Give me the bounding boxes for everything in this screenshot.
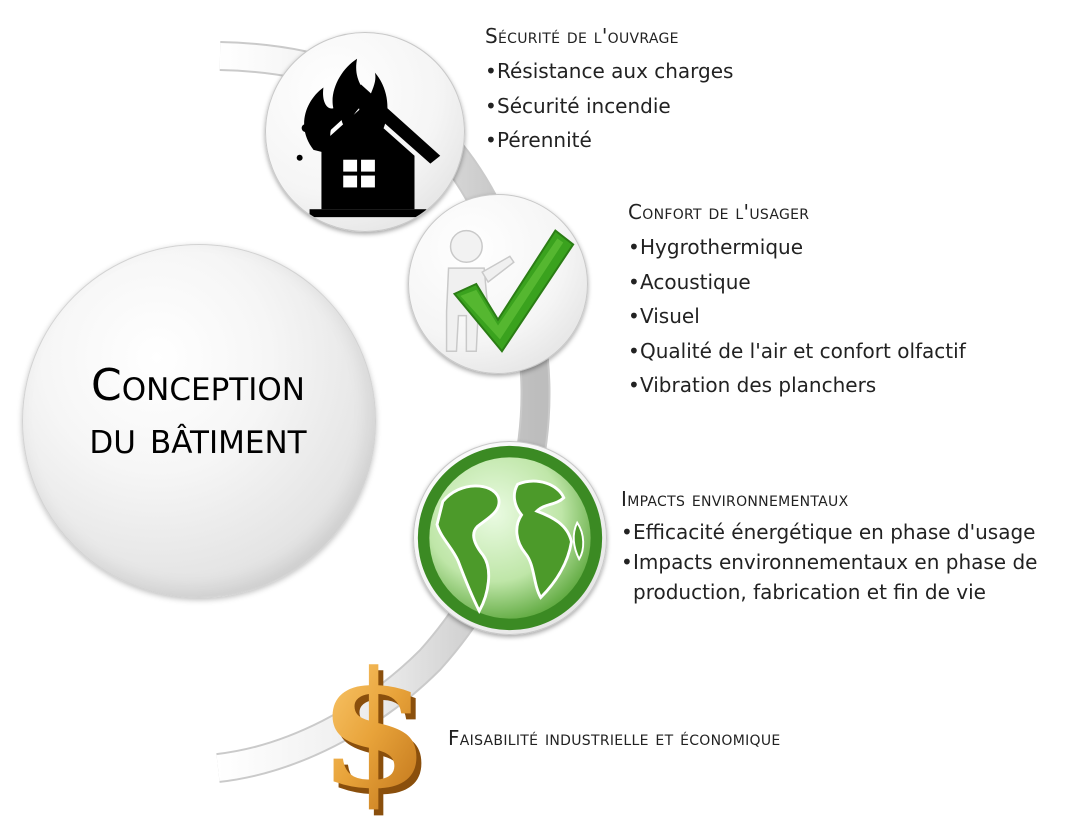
main-title-line-1: Conception	[91, 360, 305, 411]
comfort-item-vibration: Vibration des planchers	[628, 368, 966, 403]
house-fire-icon	[296, 58, 441, 218]
comfort-item-acoustic: Acoustique	[628, 265, 966, 300]
comfort-list: Hygrothermique Acoustique Visuel Qualité…	[628, 230, 966, 403]
environment-section: Impacts environnementaux Efficacité éner…	[621, 487, 1081, 607]
comfort-item-hygrothermal: Hygrothermique	[628, 230, 966, 265]
environment-item-lifecycle: Impacts environnementaux en phase de pro…	[621, 547, 1081, 607]
main-circle	[22, 244, 376, 598]
environment-list: Efficacité énergétique en phase d'usage …	[621, 517, 1081, 607]
comfort-section: Confort de l'usager Hygrothermique Acous…	[628, 200, 966, 403]
dollar-sign-icon: $ $	[322, 652, 435, 818]
environment-item-energy: Efficacité énergétique en phase d'usage	[621, 517, 1081, 547]
svg-text:$: $	[322, 652, 430, 818]
security-list: Résistance aux charges Sécurité incendie…	[485, 54, 733, 158]
comfort-item-air-quality: Qualité de l'air et confort olfactif	[628, 334, 966, 369]
feasibility-section: Faisabilité industrielle et économique	[448, 726, 781, 750]
feasibility-heading: Faisabilité industrielle et économique	[448, 726, 781, 750]
security-item-fire: Sécurité incendie	[485, 89, 733, 124]
comfort-heading: Confort de l'usager	[628, 200, 810, 224]
security-item-durability: Pérennité	[485, 123, 733, 158]
svg-text:$: $	[323, 652, 434, 818]
environment-heading: Impacts environnementaux	[621, 487, 849, 511]
security-section: Sécurité de l'ouvrage Résistance aux cha…	[485, 24, 733, 158]
comfort-item-visual: Visuel	[628, 299, 966, 334]
checkmark-figure-icon	[445, 229, 575, 353]
main-title-line-2: du bâtiment	[89, 412, 307, 464]
globe-icon	[417, 445, 603, 631]
security-item-loads: Résistance aux charges	[485, 54, 733, 89]
main-title: Conception du bâtiment	[22, 360, 374, 466]
comfort-icon-circle	[408, 194, 588, 374]
security-heading: Sécurité de l'ouvrage	[485, 24, 679, 48]
security-icon-circle	[265, 32, 465, 232]
environment-icon-circle	[413, 441, 607, 635]
